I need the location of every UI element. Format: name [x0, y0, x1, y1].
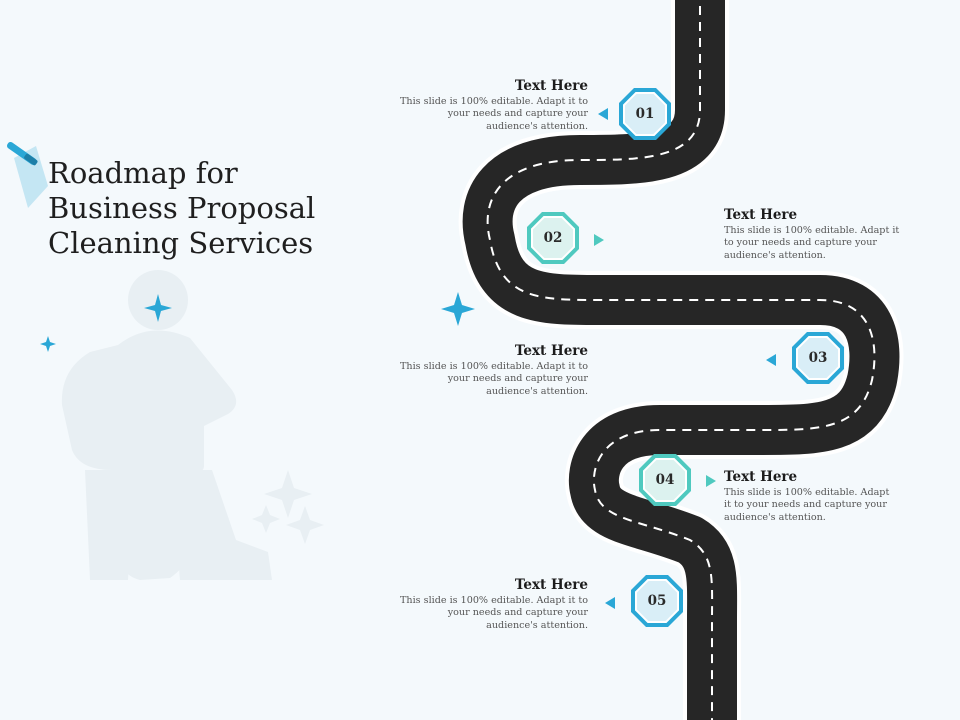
step-number-03: 03: [808, 350, 828, 366]
title-line: Roadmap for: [48, 156, 238, 190]
pointer-arrow-01: [598, 108, 608, 120]
step-heading: Text Here: [724, 469, 798, 485]
step-number-01: 01: [635, 106, 655, 122]
pointer-arrow-02: [594, 234, 604, 246]
pointer-arrow-05: [605, 597, 615, 609]
page-title: Roadmap for Business Proposal Cleaning S…: [48, 156, 315, 261]
step-text-02: Text Here This slide is 100% editable. A…: [724, 207, 906, 262]
step-heading: Text Here: [724, 207, 798, 223]
step-text-03: Text Here This slide is 100% editable. A…: [398, 343, 588, 398]
step-number-04: 04: [655, 472, 675, 488]
title-line: Business Proposal: [48, 191, 316, 225]
step-heading: Text Here: [514, 78, 588, 94]
step-number-02: 02: [543, 230, 563, 246]
step-description: This slide is 100% editable. Adapt it to…: [724, 225, 900, 261]
step-number-05: 05: [647, 593, 667, 609]
step-description: This slide is 100% editable. Adapt it to…: [400, 96, 588, 132]
pointer-arrow-04: [706, 475, 716, 487]
step-heading: Text Here: [514, 577, 588, 593]
step-heading: Text Here: [514, 343, 588, 359]
squeegee-icon: [6, 141, 48, 208]
step-description: This slide is 100% editable. Adapt it to…: [400, 361, 588, 397]
step-text-05: Text Here This slide is 100% editable. A…: [398, 577, 588, 632]
step-description: This slide is 100% editable. Adapt it to…: [400, 595, 588, 631]
step-text-04: Text Here This slide is 100% editable. A…: [724, 469, 896, 524]
pointer-arrow-03: [766, 354, 776, 366]
step-text-01: Text Here This slide is 100% editable. A…: [398, 78, 588, 133]
step-description: This slide is 100% editable. Adapt it to…: [724, 487, 890, 523]
title-line: Cleaning Services: [48, 226, 314, 260]
sparkle-icon: [40, 292, 475, 352]
